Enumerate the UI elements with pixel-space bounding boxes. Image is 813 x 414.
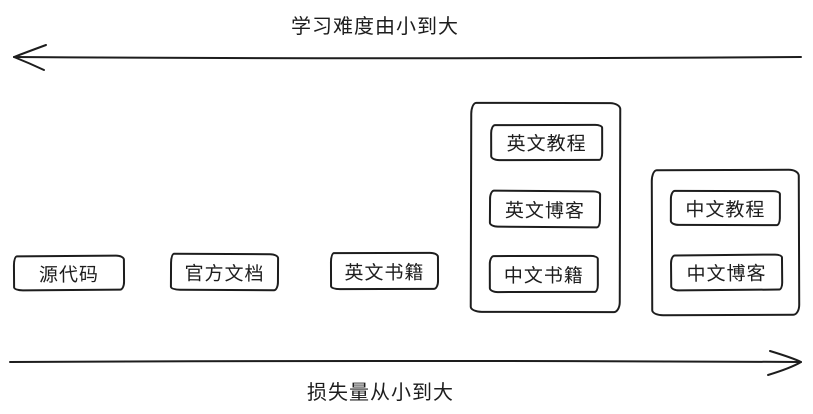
loss-axis-label: 损失量从小到大 (307, 382, 454, 404)
right-arrow-icon (9, 350, 802, 376)
group-box-english-chinese: 英文教程 英文博客 中文书籍 (469, 101, 622, 314)
box-chinese-books: 中文书籍 (488, 254, 599, 294)
left-arrow-icon (13, 44, 802, 71)
box-english-tutorials: 英文教程 (490, 123, 604, 162)
box-chinese-tutorials: 中文教程 (669, 189, 781, 227)
box-english-blogs: 英文博客 (488, 189, 602, 229)
box-english-books: 英文书籍 (329, 251, 440, 291)
group-box-chinese: 中文教程 中文博客 (650, 168, 801, 317)
box-official-docs: 官方文档 (169, 252, 280, 292)
box-chinese-blogs: 中文博客 (669, 253, 784, 292)
difficulty-axis-label: 学习难度由小到大 (291, 16, 459, 38)
box-source-code: 源代码 (12, 254, 126, 292)
